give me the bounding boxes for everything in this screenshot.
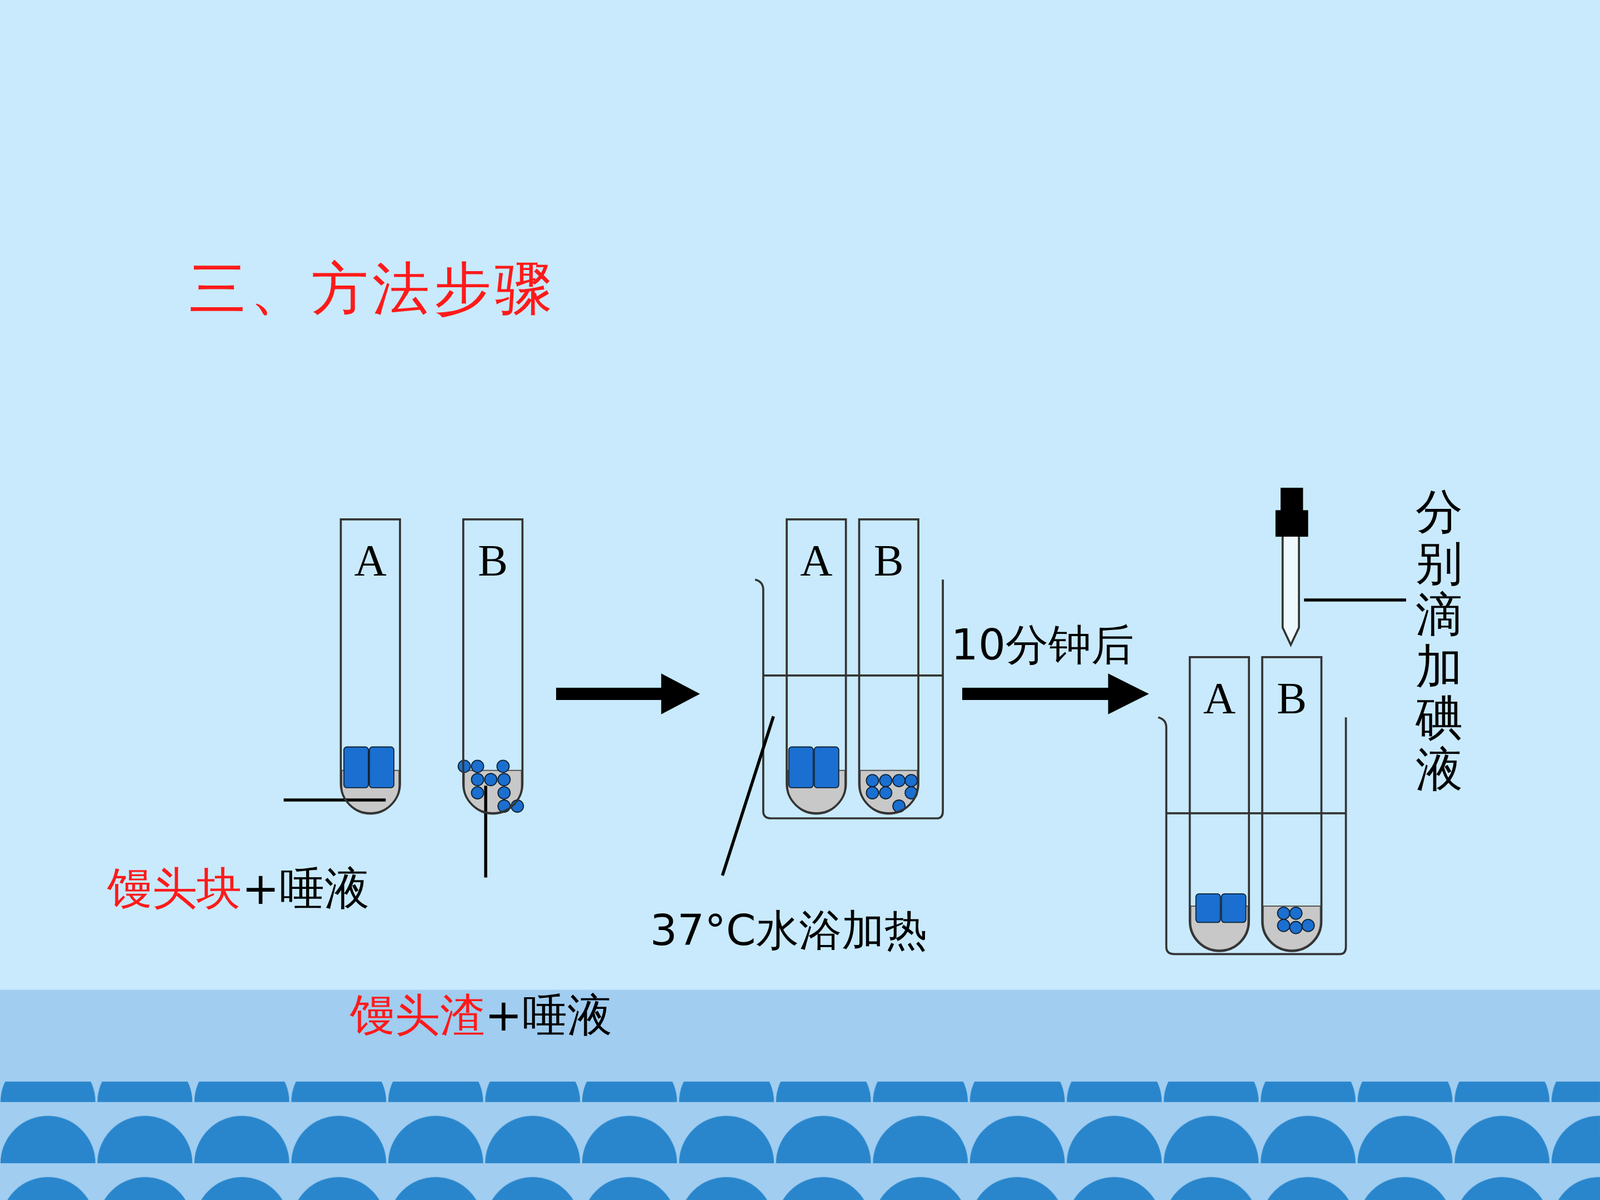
tube-label: B [464,534,522,587]
process-arrow [556,673,1149,714]
label: 37°C水浴加热 [650,902,928,960]
tube-label: A [341,534,399,587]
beaker [755,579,1346,954]
test-tube: A [785,518,847,815]
test-tube: B [462,518,524,815]
test-tube: A [1188,656,1250,953]
leader-line [283,600,1407,878]
label: 10分钟后 [951,616,1135,674]
vertical-label: 分别滴加碘液 [1415,485,1463,796]
tube-label: A [787,534,845,587]
wave-row [0,1138,1600,1200]
label: 馒头块 [107,859,242,920]
label: 馒头渣 [350,985,485,1046]
label: +唾液 [484,985,612,1046]
test-tube: B [1261,656,1323,953]
wave-row [0,1081,1600,1143]
tube-label: B [1263,672,1321,725]
title: 三、方法步骤 [188,251,557,329]
test-tube: B [858,518,920,815]
label: +唾液 [241,859,369,920]
tube-label: A [1190,672,1248,725]
tube-label: B [860,534,918,587]
test-tube: A [340,518,402,815]
dropper [1275,487,1309,645]
